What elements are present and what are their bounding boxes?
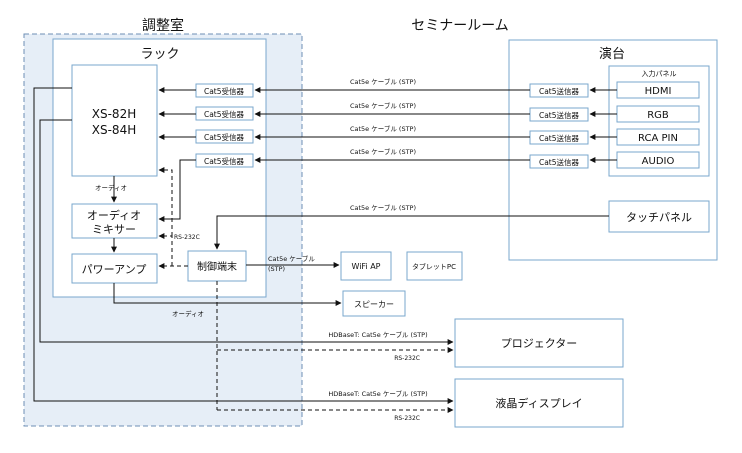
cable-label-3: Cat5e ケーブル (STP) bbox=[350, 124, 416, 133]
lcd-display-box bbox=[454, 378, 624, 428]
controller-label: 制御端末 bbox=[197, 260, 237, 273]
receiver-1-label: Cat5受信器 bbox=[204, 86, 245, 96]
hdbaset-label-projector: HDBaseT: Cat5e ケーブル (STP) bbox=[328, 330, 427, 339]
wifi-ap-label: WiFi AP bbox=[351, 262, 380, 271]
input-hdmi-label: HDMI bbox=[645, 86, 672, 97]
link-rx4-mixer bbox=[158, 159, 196, 222]
input-audio-label: AUDIO bbox=[642, 156, 675, 167]
input-rca-pin-label: RCA PIN bbox=[638, 133, 678, 144]
link-controller-switcher bbox=[158, 167, 173, 236]
audio-label-1: オーディオ bbox=[95, 183, 127, 192]
tablet-pc-label: タブレットPC bbox=[412, 262, 456, 271]
receiver-2-label: Cat5受信器 bbox=[204, 109, 245, 119]
tablet-pc-box bbox=[406, 251, 463, 281]
transmitter-1-label: Cat5送信器 bbox=[539, 86, 580, 96]
cable-label-1: Cat5e ケーブル (STP) bbox=[350, 77, 416, 86]
switcher-model-1: XS-82H bbox=[92, 107, 136, 121]
switcher-box bbox=[71, 64, 158, 177]
transmitter-2-label: Cat5送信器 bbox=[539, 110, 580, 120]
speaker-label: スピーカー bbox=[354, 300, 394, 309]
rack-title: ラック bbox=[140, 47, 179, 62]
rs232c-label-lcd: RS-232C bbox=[394, 415, 420, 422]
power-amp-label: パワーアンプ bbox=[82, 263, 147, 276]
cable-label-2: Cat5e ケーブル (STP) bbox=[350, 101, 416, 110]
cable-label-wifi-2: (STP) bbox=[268, 265, 285, 273]
switcher-model-2: XS-84H bbox=[92, 123, 136, 137]
cable-label-wifi-1: Cat5e ケーブル bbox=[268, 254, 315, 263]
link-switcher-lcd bbox=[33, 87, 454, 404]
power-amp-box bbox=[71, 253, 158, 284]
rs232c-label-projector: RS-232C bbox=[394, 355, 420, 362]
control-room-title: 調整室 bbox=[142, 17, 184, 34]
transmitter-4-label: Cat5送信器 bbox=[539, 157, 580, 167]
transmitter-4 bbox=[529, 154, 589, 169]
touch-panel-label: タッチパネル bbox=[626, 211, 692, 224]
rs232c-label-mixer: RS-232C bbox=[174, 234, 200, 241]
wifi-ap-box bbox=[340, 251, 392, 281]
transmitter-3-label: Cat5送信器 bbox=[539, 133, 580, 143]
speaker-box bbox=[342, 290, 406, 317]
link-amp-speaker bbox=[113, 283, 342, 306]
receiver-3-label: Cat5受信器 bbox=[204, 132, 245, 142]
audio-mixer-box bbox=[71, 203, 158, 239]
touch-panel-box bbox=[608, 200, 710, 233]
projector-box bbox=[454, 318, 624, 368]
audio-label-2: オーディオ bbox=[172, 309, 204, 318]
controller-box bbox=[187, 250, 247, 282]
audio-mixer-label-1: オーディオ bbox=[87, 208, 141, 222]
cable-label-touch: Cat5e ケーブル (STP) bbox=[350, 203, 416, 212]
audio-mixer-label-2: ミキサー bbox=[92, 223, 136, 236]
lcd-display-label: 液晶ディスプレイ bbox=[495, 396, 582, 410]
seminar-room-title: セミナールーム bbox=[411, 18, 509, 34]
link-touchpanel-controller bbox=[214, 215, 609, 250]
projector-label: プロジェクター bbox=[501, 337, 578, 350]
cable-label-4: Cat5e ケーブル (STP) bbox=[350, 147, 416, 156]
receiver-4-label: Cat5受信器 bbox=[204, 156, 245, 166]
input-rgb-label: RGB bbox=[647, 110, 669, 121]
hdbaset-label-lcd: HDBaseT: Cat5e ケーブル (STP) bbox=[328, 389, 427, 398]
link-switcher-projector bbox=[39, 119, 454, 345]
stage-title: 演台 bbox=[599, 46, 625, 62]
input-panel-title: 入力パネル bbox=[642, 69, 677, 78]
